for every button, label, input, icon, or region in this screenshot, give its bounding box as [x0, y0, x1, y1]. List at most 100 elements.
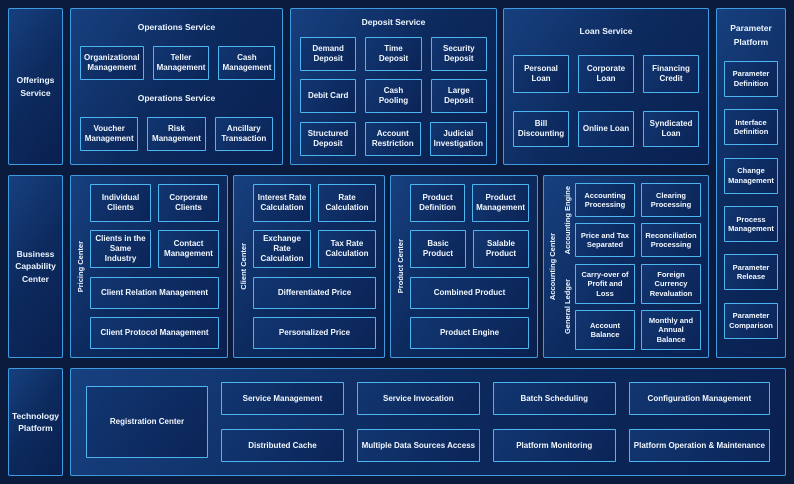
product-center-label: Product Center [396, 239, 405, 294]
box-account-balance: Account Balance [575, 310, 635, 350]
general-ledger-label: General Ledger [563, 279, 572, 335]
box-product-engine: Product Engine [410, 316, 529, 349]
product-center-panel: Product Center Product Definition Produc… [390, 175, 538, 358]
accounting-center-label: Accounting Center [547, 232, 557, 301]
client-center-label: Client Center [239, 243, 248, 290]
deposit-row-3: Structured Deposit Account Restriction J… [291, 121, 496, 156]
business-capability-panel: Business Capability Center [8, 175, 63, 358]
operations-service-mid-label: Operations Service [137, 92, 216, 103]
operations-row-2: Voucher Management Risk Management Ancil… [71, 116, 282, 151]
box-process-management: Process Management [724, 205, 778, 242]
box-differentiated-price: Differentiated Price [253, 276, 376, 309]
technology-platform-panel: Technology Platform [8, 368, 63, 476]
box-client-protocol-management: Client Protocol Management [90, 316, 219, 349]
box-product-definition: Product Definition [410, 184, 466, 223]
box-salable-product: Salable Product [473, 230, 529, 269]
loan-service-title: Loan Service [579, 26, 633, 37]
deposit-row-1: Demand Deposit Time Deposit Security Dep… [291, 36, 496, 71]
box-debit-card: Debit Card [300, 79, 357, 114]
box-demand-deposit: Demand Deposit [300, 36, 357, 71]
parameter-platform-column: Parameter Platform Parameter Definition … [717, 9, 785, 357]
box-registration-center: Registration Center [86, 386, 208, 458]
box-personalized-price: Personalized Price [253, 316, 376, 349]
loan-service-panel: Loan Service Personal Loan Corporate Loa… [503, 8, 709, 165]
pricing-center-content: Individual Clients Corporate Clients Cli… [90, 176, 227, 357]
box-batch-scheduling: Batch Scheduling [492, 382, 616, 415]
box-large-deposit: Large Deposit [430, 79, 487, 114]
box-service-management: Service Management [221, 382, 344, 415]
box-distributed-cache: Distributed Cache [221, 429, 344, 462]
box-tax-rate-calculation: Tax Rate Calculation [318, 230, 376, 269]
box-configuration-management: Configuration Management [628, 382, 770, 415]
technology-col-3: Batch Scheduling Platform Monitoring [492, 382, 616, 462]
box-financing-credit: Financing Credit [643, 55, 699, 94]
technology-platform-main-panel: Registration Center Service Management D… [70, 368, 786, 476]
offerings-service-panel: Offerings Service [8, 8, 63, 165]
loan-row-2: Bill Discounting Online Loan Syndicated … [504, 110, 708, 147]
technology-col-4: Configuration Management Platform Operat… [628, 382, 770, 462]
box-syndicated-loan: Syndicated Loan [643, 110, 699, 147]
general-ledger-strip: General Ledger [560, 264, 575, 350]
client-center-content: Interest Rate Calculation Rate Calculati… [253, 176, 384, 357]
parameter-platform-panel: Parameter Platform Parameter Definition … [716, 8, 786, 358]
box-judicial-investigation: Judicial Investigation [429, 121, 487, 156]
accounting-center-strip: Accounting Center [544, 176, 560, 357]
client-center-strip: Client Center [234, 176, 253, 357]
pricing-row-2: Clients in the Same Industry Contact Man… [90, 230, 219, 269]
box-client-relation-management: Client Relation Management [90, 276, 219, 309]
box-corporate-clients: Corporate Clients [158, 184, 219, 223]
technology-platform-label: Technology Platform [11, 410, 60, 433]
box-cash-management: Cash Management [218, 45, 276, 80]
general-ledger-grid: Carry-over of Profit and Loss Foreign Cu… [575, 264, 701, 350]
operations-service-title: Operations Service [137, 21, 216, 32]
box-voucher-management: Voucher Management [80, 116, 139, 151]
product-row-2: Basic Product Salable Product [410, 230, 529, 269]
box-rate-calculation: Rate Calculation [318, 184, 376, 223]
accounting-engine-grid: Accounting Processing Clearing Processin… [575, 183, 701, 257]
accounting-engine-strip: Accounting Engine [560, 183, 575, 257]
general-ledger-group: General Ledger Carry-over of Profit and … [560, 264, 701, 350]
box-price-and-tax-separated: Price and Tax Separated [575, 223, 635, 257]
box-clients-same-industry: Clients in the Same Industry [90, 230, 151, 269]
pricing-center-strip: Pricing Center [71, 176, 90, 357]
box-monthly-annual-balance: Monthly and Annual Balance [641, 310, 701, 350]
box-carry-over-profit-loss: Carry-over of Profit and Loss [575, 264, 635, 304]
box-parameter-release: Parameter Release [724, 254, 778, 291]
box-combined-product: Combined Product [410, 276, 529, 309]
product-center-content: Product Definition Product Management Ba… [410, 176, 537, 357]
box-organizational-management: Organizational Management [80, 45, 144, 80]
pricing-row-1: Individual Clients Corporate Clients [90, 184, 219, 223]
accounting-groups: Accounting Engine Accounting Processing … [560, 176, 708, 357]
deposit-service-panel: Deposit Service Demand Deposit Time Depo… [290, 8, 497, 165]
business-capability-label: Business Capability Center [15, 249, 56, 284]
box-structured-deposit: Structured Deposit [300, 121, 356, 156]
box-online-loan: Online Loan [578, 110, 634, 147]
box-parameter-definition: Parameter Definition [724, 60, 778, 97]
box-change-management: Change Management [724, 157, 778, 194]
box-contact-management: Contact Management [158, 230, 219, 269]
box-clearing-processing: Clearing Processing [641, 183, 701, 217]
box-corporate-loan: Corporate Loan [578, 55, 634, 94]
parameter-platform-title: Parameter Platform [724, 23, 778, 48]
box-accounting-processing: Accounting Processing [575, 183, 635, 217]
box-basic-product: Basic Product [410, 230, 466, 269]
client-row-2: Exchange Rate Calculation Tax Rate Calcu… [253, 230, 376, 269]
pricing-center-panel: Pricing Center Individual Clients Corpor… [70, 175, 228, 358]
parameter-platform-title-line2: Platform [733, 37, 769, 48]
box-cash-pooling: Cash Pooling [365, 79, 422, 114]
product-row-1: Product Definition Product Management [410, 184, 529, 223]
technology-col-2: Service Invocation Multiple Data Sources… [356, 382, 480, 462]
box-ancillary-transaction: Ancillary Transaction [214, 116, 273, 151]
parameter-platform-title-line1: Parameter [730, 23, 772, 34]
accounting-center-panel: Accounting Center Accounting Engine Acco… [543, 175, 709, 358]
box-product-management: Product Management [472, 184, 529, 223]
product-center-strip: Product Center [391, 176, 410, 357]
loan-row-1: Personal Loan Corporate Loan Financing C… [504, 55, 708, 94]
pricing-center-label: Pricing Center [76, 240, 85, 293]
accounting-engine-group: Accounting Engine Accounting Processing … [560, 183, 701, 257]
box-multiple-data-sources-access: Multiple Data Sources Access [356, 429, 480, 462]
offerings-service-label: Offerings Service [16, 75, 55, 98]
box-platform-operation-maintenance: Platform Operation & Maintenance [628, 429, 770, 462]
accounting-engine-label: Accounting Engine [563, 185, 572, 255]
